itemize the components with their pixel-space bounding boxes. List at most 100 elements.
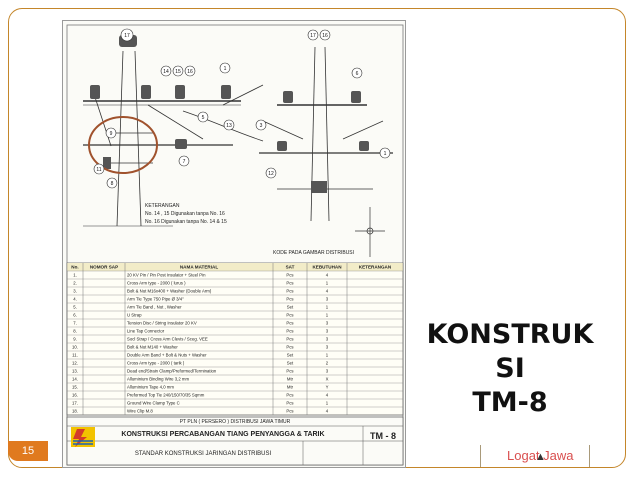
- svg-text:12: 12: [268, 171, 274, 177]
- table-cell: 11.: [72, 353, 78, 358]
- footer-link[interactable]: Logat Jawa ▲: [480, 445, 590, 467]
- keterangan-line-1: No. 14 , 15 Digunakan tanpa No. 16: [145, 211, 225, 217]
- table-cell: 3: [326, 297, 329, 302]
- svg-text:3: 3: [260, 123, 263, 129]
- svg-text:7: 7: [183, 159, 186, 165]
- svg-text:11: 11: [96, 167, 101, 173]
- table-row: 1.20 KV Pin / Pin Post Insulator + Steel…: [73, 273, 329, 278]
- table-cell: Pcs: [286, 369, 293, 374]
- table-cell: Set: [287, 361, 294, 366]
- svg-text:5: 5: [202, 115, 205, 121]
- table-cell: 3: [326, 369, 329, 374]
- table-cell: 4: [326, 289, 329, 294]
- table-cell: 1: [326, 281, 329, 286]
- table-cell: 16.: [72, 393, 78, 398]
- title-block: PT PLN ( PERSERO ) DISTRIBUSI JAWA TIMUR…: [66, 416, 404, 466]
- table-cell: 17.: [72, 401, 78, 406]
- svg-text:14: 14: [163, 69, 169, 75]
- footer-link-text[interactable]: Logat Jawa: [507, 448, 574, 463]
- svg-text:15: 15: [175, 69, 181, 75]
- right-callouts: [255, 29, 391, 179]
- table-cell: 2.: [73, 281, 77, 286]
- table-cell: 3: [326, 337, 329, 342]
- table-cell: U Strap: [127, 313, 142, 318]
- table-cell: Arm Tie Type 750 Pipe Ø 3/4": [127, 297, 184, 302]
- drawing-code: TM - 8: [370, 431, 396, 441]
- table-cell: Double Arm Band + Bolt & Nuts + Washer: [127, 353, 207, 358]
- table-cell: Pcs: [286, 337, 293, 342]
- table-header-cell: KEBUTUHAN: [312, 265, 342, 270]
- table-row: 3. Bolt & Nut M16x400 + Washer (Double Ar…: [73, 289, 329, 294]
- drawing-title: KONSTRUKSI PERCABANGAN TIANG PENYANGGA &…: [121, 431, 324, 438]
- table-cell: Pcs: [286, 313, 293, 318]
- table-cell: 2: [326, 361, 329, 366]
- left-insulators: [90, 35, 231, 169]
- table-row: 6. U Strap Pcs 1: [73, 313, 329, 318]
- table-header-cell: KETERANGAN: [359, 265, 392, 270]
- table-cell: Ground Wire Clamp Type C: [127, 401, 180, 406]
- table-cell: 4: [326, 393, 329, 398]
- table-cell: 4.: [73, 297, 77, 302]
- table-cell: 3: [326, 329, 329, 334]
- table-cell: Mtr: [287, 377, 294, 382]
- table-cell: Pcs: [286, 401, 293, 406]
- table-cell: Bolt & Nut M16x400 + Washer (Double Arm): [127, 289, 212, 294]
- svg-text:17: 17: [124, 33, 130, 39]
- table-cell: Alluminium Tape 4,0 mm: [127, 385, 174, 390]
- table-row: 5. Arm Tie Band , Nut , Washer Set 1: [73, 305, 329, 310]
- slide-title-line-3: TM-8: [472, 387, 548, 418]
- table-cell: 20 KV Pin / Pin Post Insulator + Steel P…: [127, 273, 206, 278]
- svg-text:16: 16: [322, 33, 328, 39]
- table-cell: Set: [287, 305, 294, 310]
- svg-text:9: 9: [110, 131, 113, 137]
- table-cell: 12.: [72, 361, 78, 366]
- table-cell: 3: [326, 345, 329, 350]
- table-cell: 3.: [73, 289, 77, 294]
- table-cell: Alluminium Binding Wire 3,2 mm: [127, 377, 190, 382]
- table-row: 9.Socl Strap / Cross Arm Clevis / Sceg. …: [73, 337, 329, 342]
- table-cell: 13.: [72, 369, 78, 374]
- table-cell: 1: [326, 305, 329, 310]
- right-pole-assembly: [259, 46, 393, 222]
- table-cell: 1: [326, 353, 329, 358]
- left-pole-assembly: [83, 50, 264, 227]
- keterangan-line-2: No. 16 Digunakan tanpa No. 14 & 15: [145, 219, 227, 225]
- table-cell: Y: [326, 385, 329, 390]
- table-row: 12. Cross Arm type - 2000 ( tarik ) Set 2: [72, 361, 329, 366]
- table-cell: Line Tap Connector: [127, 329, 165, 334]
- table-cell: Cross Arm type - 2000 ( tarik ): [127, 361, 185, 366]
- highlight-circle: [88, 116, 158, 174]
- table-cell: 3: [326, 321, 329, 326]
- table-cell: 14.: [72, 377, 78, 382]
- svg-text:16: 16: [187, 69, 193, 75]
- drawing-subtitle: STANDAR KONSTRUKSI JARINGAN DISTRIBUSI: [135, 451, 272, 457]
- table-cell: 7.: [73, 321, 77, 326]
- table-cell: Pcs: [286, 289, 293, 294]
- table-cell: Pcs: [286, 297, 293, 302]
- table-cell: 1: [326, 313, 329, 318]
- table-cell: Mtr: [287, 385, 294, 390]
- table-header-cell: No.: [71, 265, 78, 270]
- table-cell: 15.: [72, 385, 78, 390]
- table-cell: Preformed Top Tie 240/150/70/35 Sqmm: [127, 393, 205, 398]
- table-row: 4. Arm Tie Type 750 Pipe Ø 3/4" Pcs 3: [73, 297, 329, 302]
- company-name: PT PLN ( PERSERO ) DISTRIBUSI JAWA TIMUR: [180, 419, 291, 425]
- keterangan-title: KETERANGAN: [145, 203, 180, 209]
- table-cell: Dead end/Strain Clamp/Preformed/Terminat…: [127, 369, 217, 374]
- table-cell: Pcs: [286, 281, 293, 286]
- table-cell: 6.: [73, 313, 77, 318]
- table-cell: Socl Strap / Cross Arm Clevis / Sceg. VE…: [127, 337, 208, 342]
- table-cell: Bolt & Nut M140 + Washer: [127, 345, 178, 350]
- slide-title: KONSTRUK SI TM-8: [420, 318, 600, 420]
- table-cell: Pcs: [286, 321, 293, 326]
- slide-title-line-1: KONSTRUK: [426, 319, 594, 350]
- table-cell: Pcs: [286, 393, 293, 398]
- table-cell: 4: [326, 409, 329, 414]
- table-cell: Arm Tie Band , Nut , Washer: [127, 305, 182, 310]
- table-cell: 5.: [73, 305, 77, 310]
